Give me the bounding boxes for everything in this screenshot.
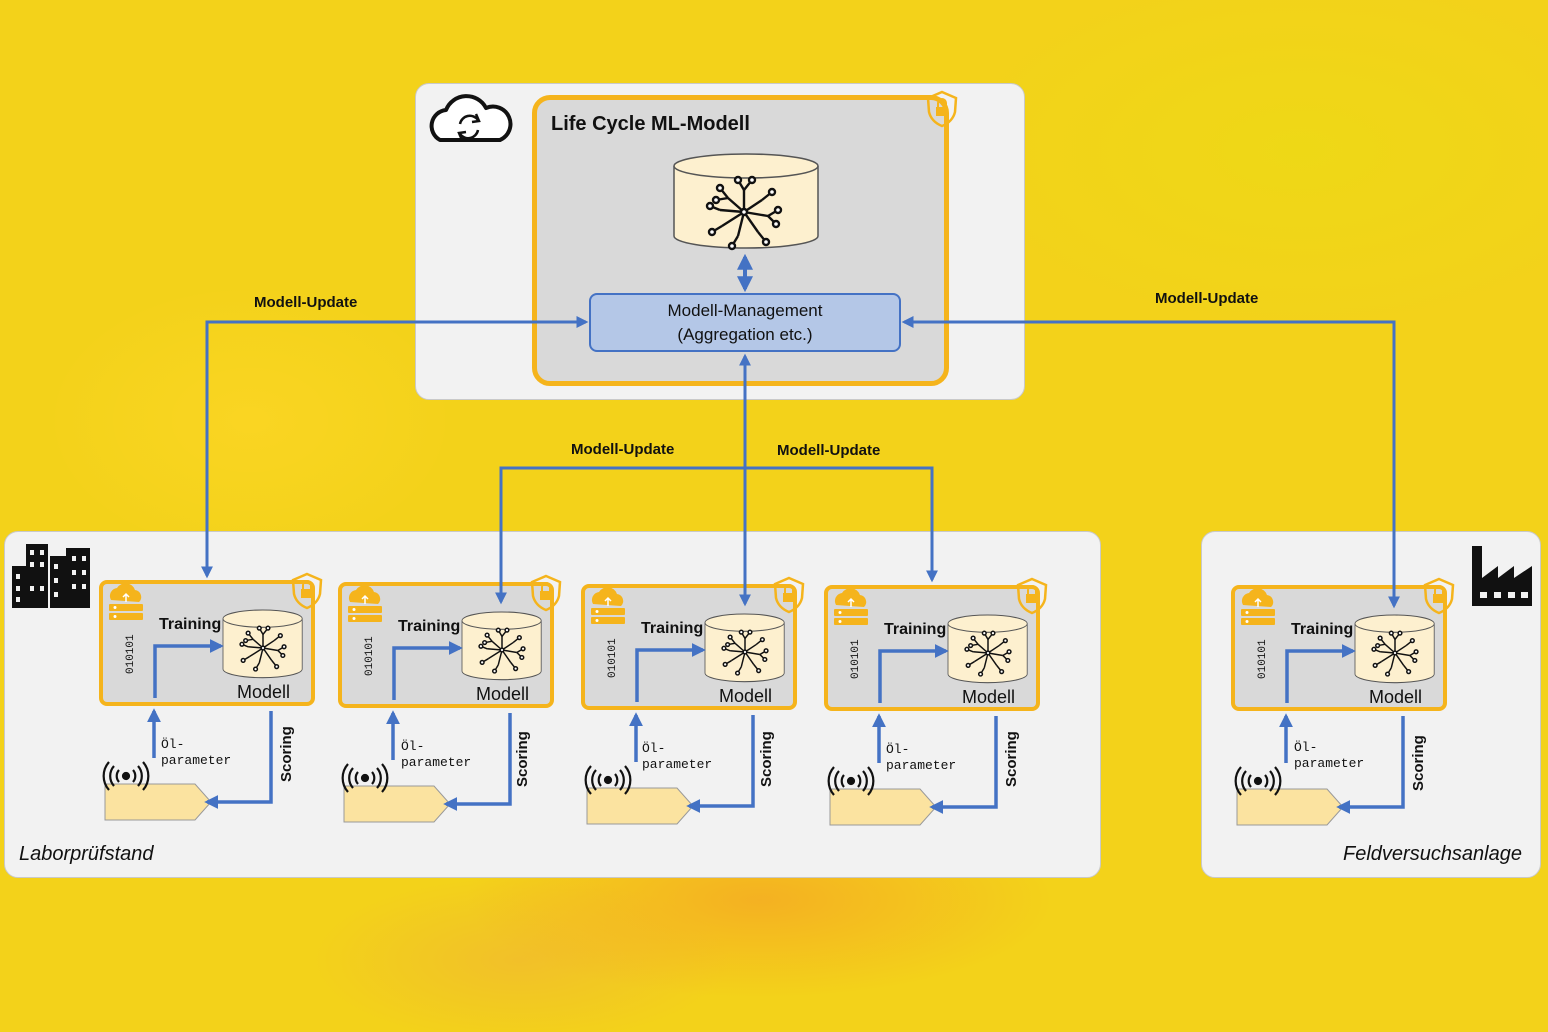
scoring-label-3: Scoring	[758, 731, 775, 787]
scoring-label-1: Scoring	[278, 726, 295, 782]
bits-label: 010101	[1257, 639, 1269, 679]
training-label: Training	[884, 621, 947, 638]
training-label: Training	[1291, 621, 1354, 638]
management-line2: (Aggregation etc.)	[677, 324, 813, 344]
modell-label: Modell	[237, 682, 291, 702]
oel-parameter-label-2: Öl-parameter	[401, 739, 472, 770]
scoring-label-2: Scoring	[514, 731, 531, 787]
training-label: Training	[398, 618, 461, 635]
lifecycle-title: Life Cycle ML-Modell	[551, 113, 750, 135]
training-label: Training	[641, 620, 704, 637]
modell-label: Modell	[962, 687, 1016, 707]
bits-label: 010101	[607, 638, 619, 678]
edge-node-2: Training Modell 010101	[338, 582, 554, 708]
lab-site-label: Laborprüfstand	[19, 843, 154, 865]
modell-label: Modell	[476, 684, 530, 704]
training-label: Training	[159, 616, 222, 633]
scoring-label-5: Scoring	[1410, 735, 1427, 791]
update-label-left: Modell-Update	[254, 294, 358, 311]
modell-label: Modell	[719, 686, 773, 706]
oel-parameter-label-4: Öl-parameter	[886, 742, 957, 773]
edge-node-4: Training Modell 010101	[824, 585, 1040, 711]
modell-label: Modell	[1369, 687, 1423, 707]
bits-label: 010101	[125, 634, 137, 674]
oel-parameter-label-5: Öl-parameter	[1294, 740, 1365, 771]
edge-node-3: Training Modell 010101	[581, 584, 797, 710]
management-line1: Modell-Management	[667, 300, 823, 320]
field-site-label: Feldversuchsanlage	[1343, 843, 1522, 865]
bits-label: 010101	[364, 636, 376, 676]
update-label-right: Modell-Update	[1155, 290, 1259, 307]
edge-node-1: Training Modell 010101	[99, 580, 315, 706]
oel-parameter-label-3: Öl-parameter	[642, 741, 713, 772]
oel-parameter-label-1: Öl-parameter	[161, 737, 232, 768]
scoring-label-4: Scoring	[1003, 731, 1020, 787]
edge-node-5: Training Modell 010101	[1231, 585, 1447, 711]
bits-label: 010101	[850, 639, 862, 679]
model-management-box: Modell-Management (Aggregation etc.)	[589, 293, 901, 352]
update-label-center-left: Modell-Update	[571, 441, 675, 458]
update-label-center-right: Modell-Update	[777, 442, 881, 459]
